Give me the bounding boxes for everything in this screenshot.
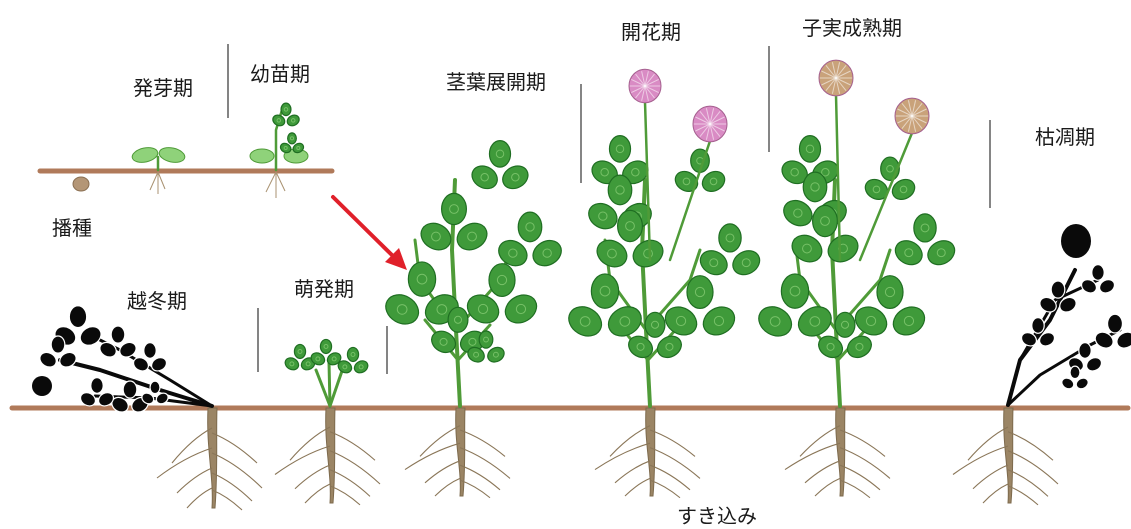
flowering-plant-roots [594, 407, 701, 499]
withering-roots [952, 407, 1059, 506]
stem [58, 358, 214, 408]
silhouette-leaf [79, 377, 115, 407]
flowering-plant [568, 68, 761, 499]
overwintering-plant-silhouette [32, 305, 263, 511]
silhouette-leaf [141, 380, 169, 405]
silhouette-leaf [132, 342, 168, 372]
stem-leaf-expansion-plant [385, 139, 562, 499]
rootlet [149, 171, 159, 191]
flower-head [692, 105, 728, 143]
silhouette-leaf [99, 325, 137, 358]
stem-leaf-expansion-plant-roots [404, 407, 511, 499]
sprouting-plant [274, 338, 381, 506]
rootlet [265, 171, 277, 193]
clover-leaf [894, 213, 956, 266]
withered-flower-head [32, 376, 52, 396]
germination-seedling [131, 147, 186, 194]
clover-leaf [781, 134, 839, 185]
clover-leaf [591, 134, 649, 185]
cotyledon [131, 147, 159, 163]
silhouette-leaf [111, 380, 149, 413]
clover-leaf [467, 330, 505, 363]
ripe-flower-head [894, 97, 930, 135]
stem [644, 248, 702, 332]
label-sowing: 播種 [52, 216, 92, 240]
seedling-leaf [279, 132, 305, 154]
clover-leaf [471, 139, 529, 190]
clover-leaf [466, 263, 538, 324]
stem [327, 360, 332, 408]
stem [834, 93, 842, 262]
young-seedling [249, 102, 309, 198]
label-seed-ripening: 子実成熟期 [802, 16, 902, 40]
stem [328, 366, 345, 408]
stem [668, 139, 712, 262]
label-withering: 枯凋期 [1035, 125, 1095, 149]
stem [643, 100, 652, 262]
clover-leaf [699, 223, 761, 276]
rootlet [275, 171, 286, 192]
label-flowering: 開花期 [621, 20, 681, 44]
rootlet [157, 171, 166, 190]
label-germination: 発芽期 [133, 76, 193, 100]
clover-leaf [664, 275, 736, 336]
label-stem-leaf-expansion: 茎葉展開期 [446, 70, 546, 94]
clover-leaf [854, 275, 926, 336]
sprout-leaf [310, 338, 342, 366]
silhouette-leaf [1039, 280, 1077, 313]
label-sprouting: 萌発期 [294, 277, 354, 301]
stem [858, 131, 914, 262]
cotyledon [158, 147, 186, 163]
label-plowing-in: すき込み [677, 504, 757, 528]
silhouette-leaf [1061, 365, 1089, 390]
clover-leaf [498, 211, 562, 267]
sprouting-roots [274, 407, 381, 506]
flower-head [628, 68, 662, 104]
clover-leaf [758, 273, 832, 337]
silhouette-leaf [1094, 313, 1131, 349]
clover-leaf [596, 209, 664, 268]
ripe-flower-head [818, 59, 854, 97]
seed-ripening-plant [758, 59, 956, 499]
silhouette-leaf [1080, 264, 1116, 294]
seed-ripening-plant-roots [784, 407, 891, 499]
seed [72, 176, 90, 192]
sprout-leaf [337, 346, 369, 374]
silhouette-leaf [39, 335, 77, 368]
withering-plant-silhouette [952, 224, 1131, 506]
clover-leaf [385, 261, 459, 325]
clover-leaf [628, 311, 682, 359]
silhouette-leaf [1020, 317, 1056, 347]
seedling-leaf [272, 102, 300, 127]
stem [314, 368, 332, 408]
arrow-shaft [331, 195, 400, 263]
stem [834, 248, 892, 332]
label-seedling: 幼苗期 [250, 62, 310, 86]
cotyledon [249, 148, 275, 164]
label-overwintering: 越冬期 [127, 289, 187, 313]
clover-leaf [420, 192, 488, 251]
silhouette-flower-head [1061, 224, 1091, 258]
clover-leaf [431, 306, 485, 354]
clover-leaf [818, 311, 872, 359]
clover-leaf [568, 273, 642, 337]
clover-leaf [864, 156, 916, 200]
overwintering-roots [156, 407, 263, 511]
sprout-leaf [284, 343, 316, 371]
arrow-head [385, 248, 407, 270]
clover-leaf [791, 204, 859, 263]
